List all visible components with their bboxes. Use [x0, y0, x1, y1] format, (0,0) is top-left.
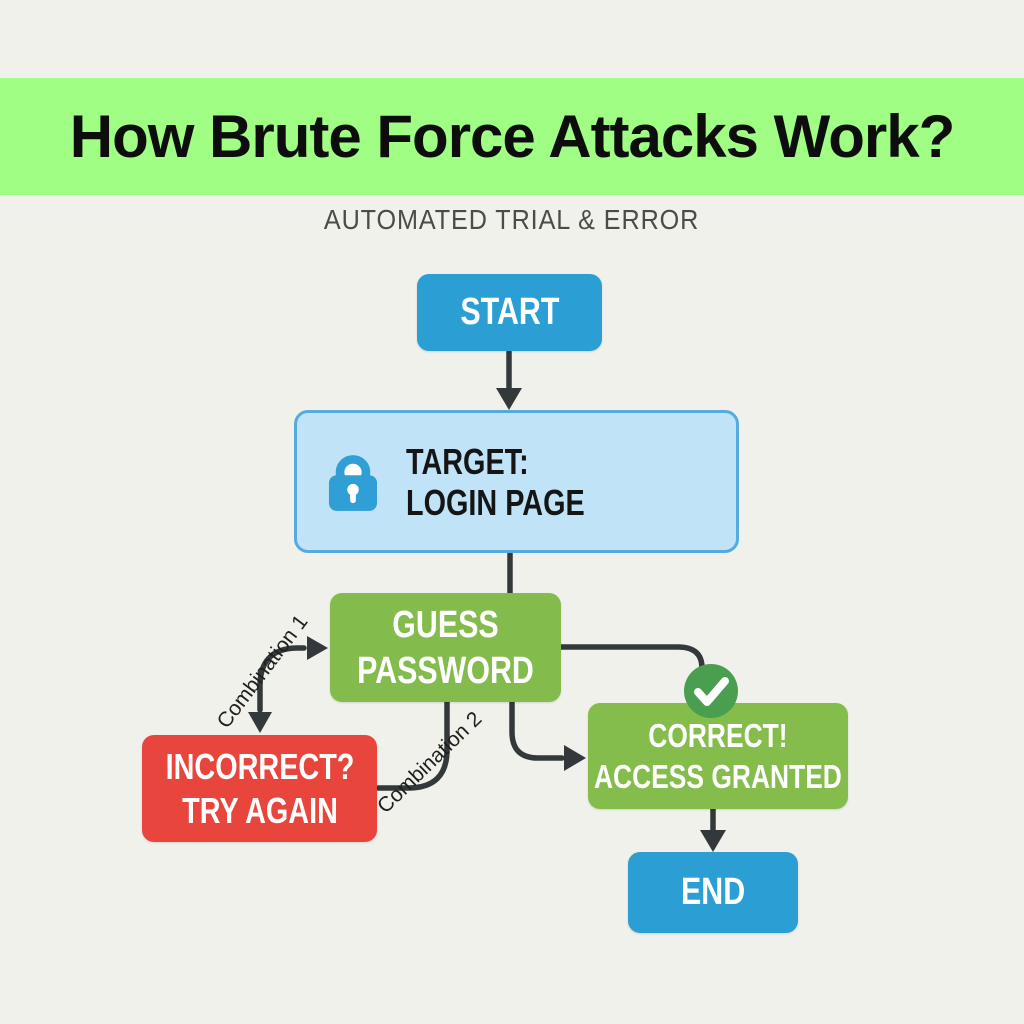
node-end: END	[628, 852, 798, 933]
node-incorrect-line2: TRY AGAIN	[181, 789, 338, 831]
check-badge	[684, 664, 738, 718]
node-start: START	[417, 274, 602, 351]
arrowhead-guess-correct	[564, 745, 586, 771]
lock-icon	[328, 454, 378, 511]
node-target-login-page: TARGET: LOGIN PAGE	[294, 410, 739, 553]
node-correct-line2: ACCESS GRANTED	[594, 758, 842, 795]
page-title: How Brute Force Attacks Work?	[69, 103, 956, 170]
node-start-label: START	[459, 291, 560, 333]
connector-guess-incorrect	[375, 698, 450, 791]
node-guess-line1: GUESS	[392, 603, 499, 646]
node-target-line2: LOGIN PAGE	[406, 481, 585, 523]
node-incorrect-try-again: INCORRECT? TRY AGAIN	[142, 735, 377, 842]
node-correct-access-granted: CORRECT! ACCESS GRANTED	[588, 703, 848, 809]
arrowhead-loop-to-incorrect	[248, 712, 272, 733]
connector-guess-check	[557, 644, 705, 679]
title-banner: How Brute Force Attacks Work?	[0, 78, 1024, 195]
arrowhead-loop-to-guess	[307, 636, 328, 660]
node-correct-line1: CORRECT!	[648, 717, 788, 754]
connector-loop	[257, 645, 307, 713]
node-guess-password: GUESS PASSWORD	[330, 593, 561, 702]
arrow-guess-correct	[509, 698, 565, 761]
node-guess-label: GUESS PASSWORD	[357, 602, 534, 694]
node-incorrect-label: INCORRECT? TRY AGAIN	[165, 745, 354, 833]
arrowhead-start-target	[496, 388, 522, 410]
page-subtitle-text: AUTOMATED TRIAL & ERROR	[324, 204, 700, 235]
page-subtitle: AUTOMATED TRIAL & ERROR	[0, 204, 1024, 236]
node-guess-line2: PASSWORD	[357, 649, 534, 692]
node-end-label: END	[680, 871, 746, 913]
node-incorrect-line1: INCORRECT?	[165, 745, 354, 787]
node-target-label: TARGET: LOGIN PAGE	[406, 441, 585, 523]
node-correct-label: CORRECT! ACCESS GRANTED	[594, 715, 842, 797]
node-target-line1: TARGET:	[406, 440, 529, 482]
arrowhead-correct-end	[700, 830, 726, 852]
check-icon	[694, 677, 729, 706]
